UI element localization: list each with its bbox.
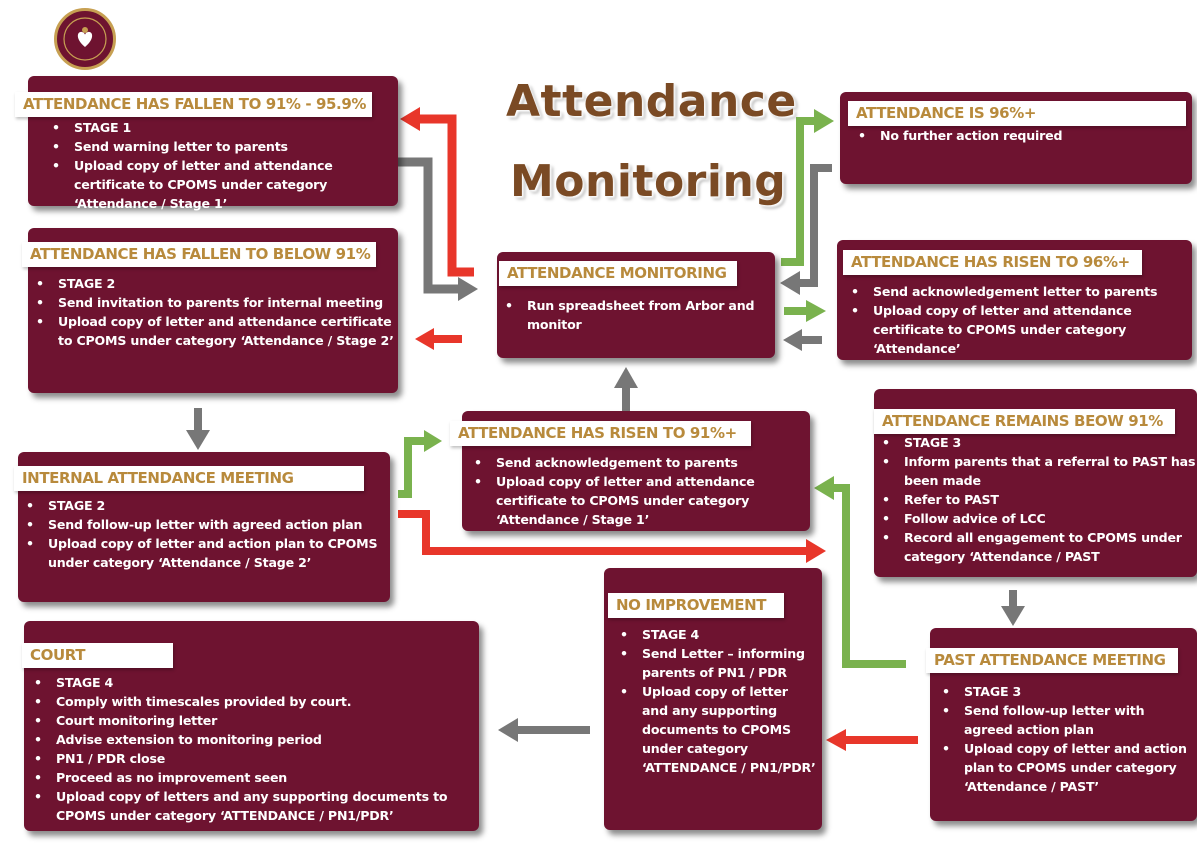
box-title: NO IMPROVEMENT	[608, 593, 785, 618]
box-title: ATTENDANCE REMAINS BEOW 91%	[874, 409, 1175, 434]
box-list: STAGE 2 Send invitation to parents for i…	[32, 274, 396, 350]
box-title: INTERNAL ATTENDANCE MEETING	[14, 466, 364, 491]
list-item: Refer to PAST	[878, 490, 1196, 509]
box-list: Run spreadsheet from Arbor and monitor	[501, 296, 761, 334]
list-item: Upload copy of letter and attendance cer…	[847, 301, 1187, 358]
list-item: Court monitoring letter	[30, 711, 470, 730]
box-list: STAGE 4 Comply with timescales provided …	[30, 673, 470, 825]
list-item: STAGE 4	[616, 625, 816, 644]
list-item: Send follow-up letter with agreed action…	[938, 701, 1196, 739]
arrow-grey-fallen-to-monitoring	[398, 157, 458, 294]
box-list: STAGE 3 Send follow-up letter with agree…	[938, 682, 1196, 796]
box-list: No further action required	[854, 126, 1184, 145]
arrow-red-internal-to-remains	[398, 510, 806, 555]
box-fallen-91-95: ATTENDANCE HAS FALLEN TO 91% - 95.9% STA…	[15, 76, 398, 211]
list-item: Send warning letter to parents	[48, 137, 398, 156]
list-item: Upload copy of letter and attendance cer…	[470, 472, 800, 529]
box-risen-91: ATTENDANCE HAS RISEN TO 91%+ Send acknow…	[450, 411, 810, 531]
arrow-green-past-to-risen91	[834, 484, 906, 668]
list-item: No further action required	[854, 126, 1184, 145]
page-title-line2: Monitoring	[510, 156, 787, 207]
list-item: Upload copy of letter and attendance cer…	[48, 156, 398, 213]
box-list: STAGE 4 Send Letter – informing parents …	[616, 625, 816, 777]
list-item: Upload copy of letter and action plan to…	[938, 739, 1196, 796]
box-past-meeting: PAST ATTENDANCE MEETING STAGE 3 Send fol…	[926, 628, 1197, 821]
box-court: COURT STAGE 4 Comply with timescales pro…	[22, 621, 479, 831]
box-internal-meeting: INTERNAL ATTENDANCE MEETING STAGE 2 Send…	[14, 452, 390, 602]
box-title: COURT	[22, 643, 174, 668]
box-title: ATTENDANCE HAS RISEN TO 96%+	[843, 250, 1142, 275]
box-title: ATTENDANCE HAS RISEN TO 91%+	[450, 421, 751, 446]
list-item: STAGE 3	[938, 682, 1196, 701]
list-item: Send invitation to parents for internal …	[32, 293, 396, 312]
list-item: PN1 / PDR close	[30, 749, 470, 768]
arrow-green-monitoring-to-is96	[781, 117, 814, 266]
list-item: Send follow-up letter with agreed action…	[22, 515, 388, 534]
box-title: ATTENDANCE MONITORING	[499, 261, 737, 286]
box-remains-below-91: ATTENDANCE REMAINS BEOW 91% STAGE 3 Info…	[874, 389, 1197, 577]
box-attendance-monitoring: ATTENDANCE MONITORING Run spreadsheet fr…	[497, 252, 775, 358]
list-item: Inform parents that a referral to PAST h…	[878, 452, 1196, 490]
list-item: Send acknowledgement to parents	[470, 453, 800, 472]
box-list: STAGE 1 Send warning letter to parents U…	[48, 118, 398, 213]
arrow-green-internal-to-risen91	[398, 437, 424, 498]
list-item: Advise extension to monitoring period	[30, 730, 470, 749]
box-risen-96: ATTENDANCE HAS RISEN TO 96%+ Send acknow…	[837, 240, 1192, 360]
list-item: Proceed as no improvement seen	[30, 768, 470, 787]
list-item: Record all engagement to CPOMS under cat…	[878, 528, 1196, 566]
list-item: Run spreadsheet from Arbor and monitor	[501, 296, 761, 334]
school-logo	[54, 8, 116, 70]
list-item: STAGE 1	[48, 118, 398, 137]
box-list: Send acknowledgement to parents Upload c…	[470, 453, 800, 529]
arrow-grey-is96-to-monitoring	[798, 164, 832, 287]
list-item: Follow advice of LCC	[878, 509, 1196, 528]
box-list: STAGE 3 Inform parents that a referral t…	[878, 433, 1196, 566]
list-item: STAGE 2	[22, 496, 388, 515]
box-is-96: ATTENDANCE IS 96%+ No further action req…	[840, 92, 1192, 184]
box-list: Send acknowledgement letter to parents U…	[847, 282, 1187, 358]
box-title: PAST ATTENDANCE MEETING	[926, 648, 1178, 673]
box-list: STAGE 2 Send follow-up letter with agree…	[22, 496, 388, 572]
list-item: STAGE 4	[30, 673, 470, 692]
arrow-red-monitoring-to-fallen-9195	[418, 114, 474, 277]
list-item: Comply with timescales provided by court…	[30, 692, 470, 711]
list-item: STAGE 2	[32, 274, 396, 293]
box-title: ATTENDANCE HAS FALLEN TO 91% - 95.9%	[15, 92, 373, 117]
list-item: STAGE 3	[878, 433, 1196, 452]
box-title: ATTENDANCE HAS FALLEN TO BELOW 91%	[22, 242, 377, 267]
list-item: Upload copy of letter and action plan to…	[22, 534, 388, 572]
box-fallen-below-91: ATTENDANCE HAS FALLEN TO BELOW 91% STAGE…	[22, 228, 398, 393]
box-no-improvement: NO IMPROVEMENT STAGE 4 Send Letter – inf…	[604, 568, 822, 830]
list-item: Send acknowledgement letter to parents	[847, 282, 1187, 301]
box-title: ATTENDANCE IS 96%+	[848, 101, 1187, 126]
page-title-line1: Attendance	[506, 76, 797, 127]
list-item: Upload copy of letters and any supportin…	[30, 787, 470, 825]
list-item: Upload copy of letter and attendance cer…	[32, 312, 396, 350]
list-item: Send Letter – informing parents of PN1 /…	[616, 644, 816, 682]
list-item: Upload copy of letter and any supporting…	[616, 682, 816, 777]
